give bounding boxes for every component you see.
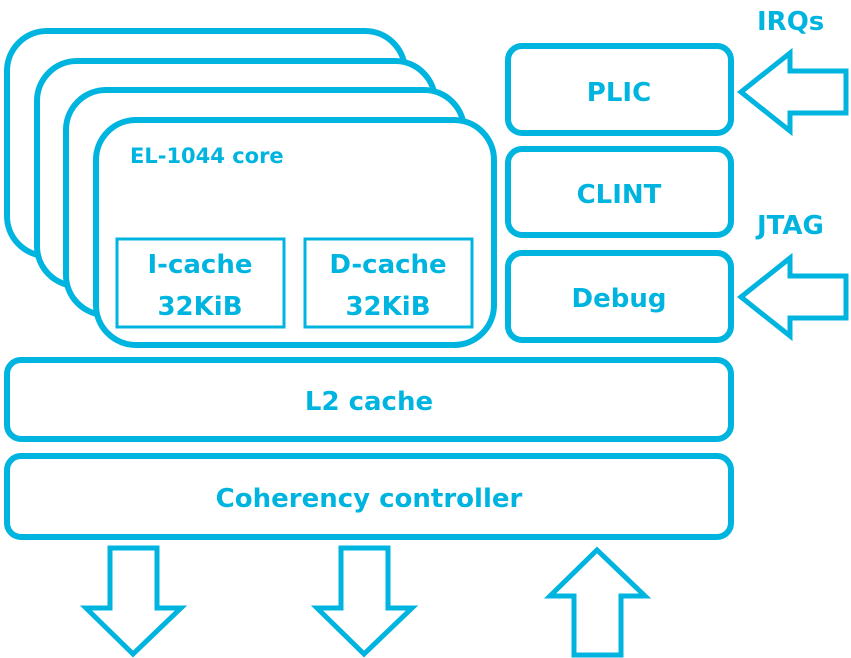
coherency-label: Coherency controller bbox=[216, 484, 523, 514]
icache-label: I-cache bbox=[148, 250, 253, 280]
plic-label: PLIC bbox=[587, 78, 651, 108]
jtag-label: JTAG bbox=[755, 211, 824, 241]
icache-size: 32KiB bbox=[157, 292, 242, 322]
coherency-box bbox=[4, 453, 734, 540]
debug-box bbox=[505, 250, 734, 343]
clint-box bbox=[505, 146, 734, 238]
irqs-label: IRQs bbox=[757, 7, 824, 37]
irqs-arrow-icon bbox=[736, 47, 849, 137]
plic-box bbox=[505, 43, 734, 136]
jtag-arrow-icon bbox=[736, 252, 849, 342]
icache-box bbox=[115, 237, 286, 329]
l2-cache-box bbox=[4, 357, 734, 442]
down-arrow-icon bbox=[79, 545, 188, 658]
dcache-size: 32KiB bbox=[345, 292, 430, 322]
up-arrow-icon bbox=[543, 546, 652, 658]
clint-label: CLINT bbox=[577, 180, 662, 210]
core-title: EL-1044 core bbox=[130, 144, 284, 168]
dcache-box bbox=[303, 237, 474, 329]
l2-cache-label: L2 cache bbox=[305, 387, 433, 417]
down-arrow-icon bbox=[310, 545, 419, 658]
debug-label: Debug bbox=[572, 284, 667, 314]
core-box bbox=[93, 117, 497, 348]
dcache-label: D-cache bbox=[329, 250, 446, 280]
